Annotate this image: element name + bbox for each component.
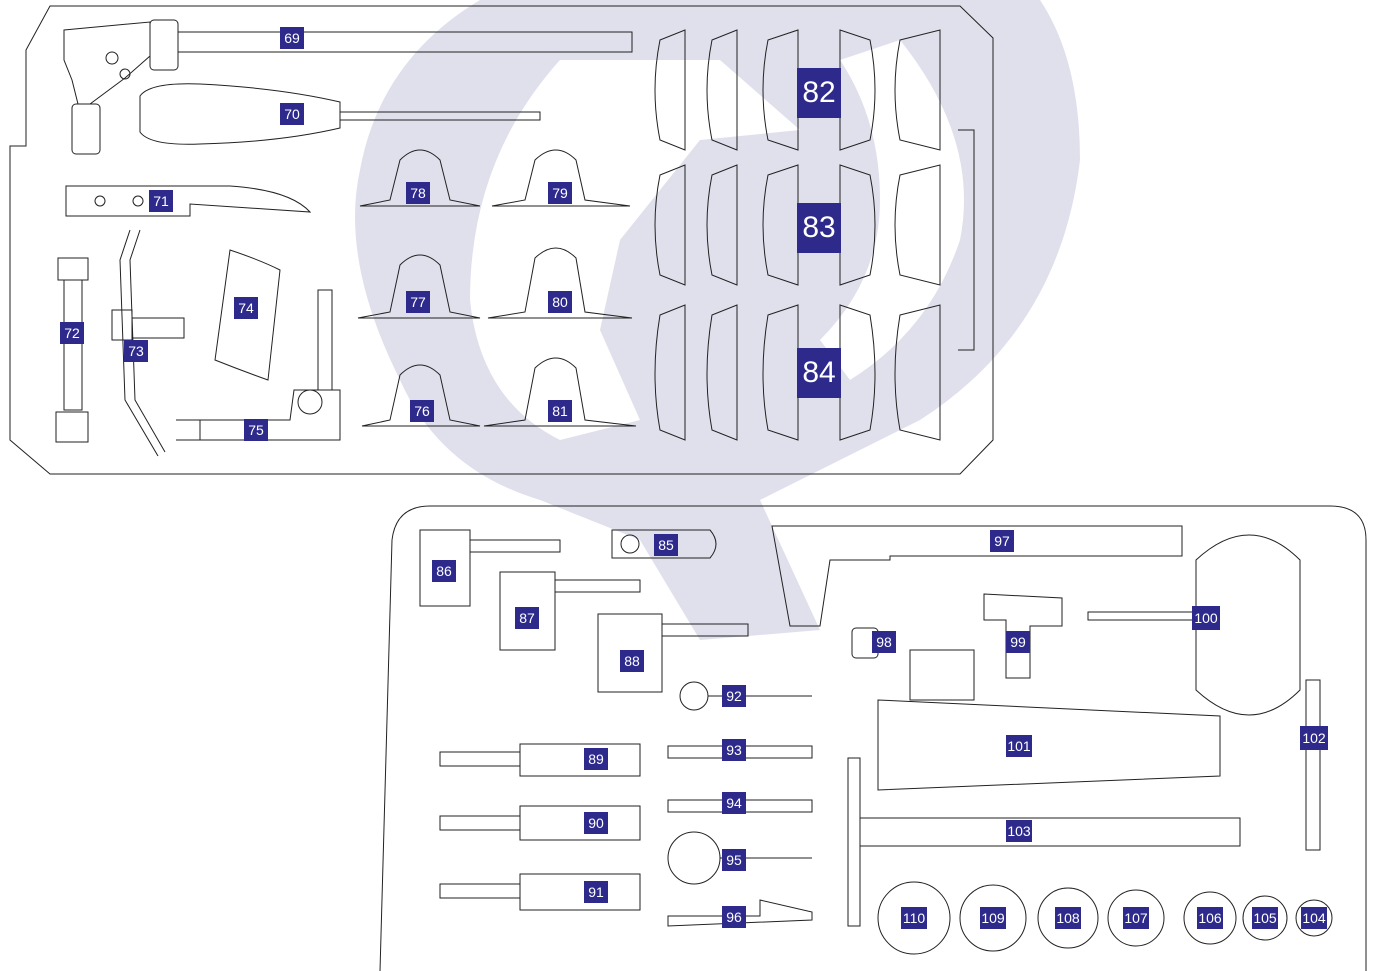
label-90: 90 xyxy=(584,812,608,834)
label-83: 83 xyxy=(797,203,841,253)
label-79: 79 xyxy=(548,182,572,204)
label-99: 99 xyxy=(1006,631,1030,653)
label-86: 86 xyxy=(432,560,456,582)
bottom-tray-outline xyxy=(379,505,1367,971)
label-105: 105 xyxy=(1252,907,1278,929)
label-98: 98 xyxy=(872,631,896,653)
tool-87-tool xyxy=(499,571,641,651)
label-107: 107 xyxy=(1123,907,1149,929)
label-95: 95 xyxy=(722,849,746,871)
label-110: 110 xyxy=(901,907,927,929)
label-84: 84 xyxy=(797,348,841,398)
label-103: 103 xyxy=(1006,820,1032,842)
label-77: 77 xyxy=(406,291,430,313)
tool-71-lever xyxy=(65,185,312,217)
tool-103-bar xyxy=(847,757,1241,927)
label-104: 104 xyxy=(1301,907,1327,929)
tool-86-tool xyxy=(419,529,561,607)
tool-72-screw xyxy=(55,257,89,443)
tool-89-91-group xyxy=(439,743,641,911)
label-97: 97 xyxy=(990,530,1014,552)
label-69: 69 xyxy=(280,27,304,49)
tool-88-tool xyxy=(597,613,749,693)
label-100: 100 xyxy=(1192,606,1220,630)
label-85: 85 xyxy=(654,534,678,556)
label-71: 71 xyxy=(149,190,173,212)
label-91: 91 xyxy=(584,881,608,903)
disc-group xyxy=(877,881,1333,955)
pusher-group xyxy=(357,149,637,427)
label-109: 109 xyxy=(980,907,1006,929)
label-88: 88 xyxy=(620,650,644,672)
label-75: 75 xyxy=(244,419,268,441)
tool-97-caliper xyxy=(771,525,1183,627)
label-96: 96 xyxy=(722,906,746,928)
label-78: 78 xyxy=(406,182,430,204)
tool-101-handle xyxy=(877,649,1221,791)
top-tray-side-slot xyxy=(958,129,975,351)
top-tray-outline xyxy=(9,5,994,475)
tool-102-drill xyxy=(1305,679,1321,851)
tool-70-screwdriver xyxy=(139,83,541,145)
spacer-grid xyxy=(654,29,941,441)
label-73: 73 xyxy=(124,340,148,362)
tool-74-plate xyxy=(214,249,281,381)
label-94: 94 xyxy=(722,792,746,814)
tool-99-clamp xyxy=(983,593,1063,679)
label-80: 80 xyxy=(548,291,572,313)
label-76: 76 xyxy=(410,400,434,422)
label-70: 70 xyxy=(280,103,304,125)
tool-69-wrench xyxy=(63,19,633,155)
label-74: 74 xyxy=(234,297,258,319)
label-87: 87 xyxy=(515,607,539,629)
label-108: 108 xyxy=(1055,907,1081,929)
tool-85-link xyxy=(611,529,717,559)
label-72: 72 xyxy=(60,322,84,344)
tool-75-gauge xyxy=(176,289,341,441)
label-106: 106 xyxy=(1197,907,1223,929)
label-89: 89 xyxy=(584,748,608,770)
label-101: 101 xyxy=(1006,735,1032,757)
label-81: 81 xyxy=(548,400,572,422)
label-93: 93 xyxy=(722,739,746,761)
label-92: 92 xyxy=(722,685,746,707)
label-102: 102 xyxy=(1300,726,1328,750)
watermark-logo xyxy=(355,0,1080,640)
label-82: 82 xyxy=(797,68,841,118)
